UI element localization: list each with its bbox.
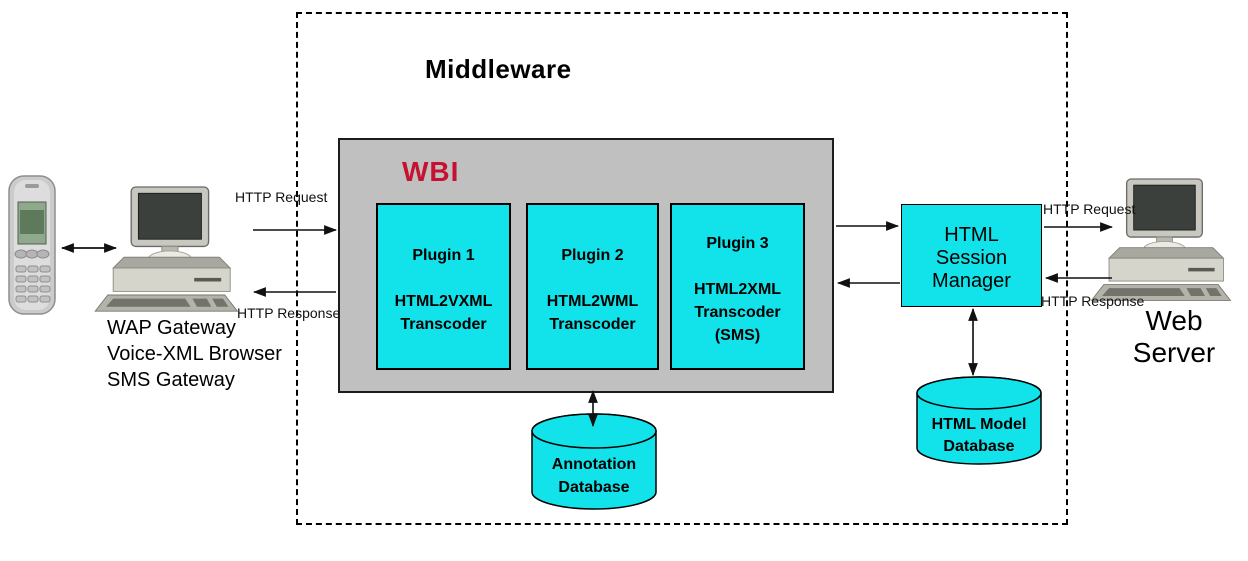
plugin3-box: Plugin 3 HTML2XML Transcoder (SMS) <box>670 203 805 370</box>
annotation-database-label: Annotation Database <box>531 453 657 499</box>
plugin3-sms-label: (SMS) <box>714 327 761 344</box>
wbi-title: WBI <box>402 156 460 187</box>
gateway-computer-icon <box>94 186 239 312</box>
plugin2-box: Plugin 2 HTML2WML Transcoder <box>526 203 659 370</box>
gateway-caption-line1: WAP Gateway <box>107 317 236 339</box>
session-manager-line2: Session <box>935 247 1008 269</box>
plugin1-transcoder-name: HTML2VXML <box>394 292 493 310</box>
annotation-database-cylinder <box>531 413 657 510</box>
plugin3-title: Plugin 3 <box>706 235 769 252</box>
plugin2-title: Plugin 2 <box>561 246 624 264</box>
plugin1-box: Plugin 1 HTML2VXML Transcoder <box>376 203 511 370</box>
middleware-boundary-box <box>296 12 1068 525</box>
session-manager-line3: Manager <box>932 270 1011 292</box>
web-server-computer-icon <box>1090 178 1232 302</box>
html-session-manager-box: HTML Session Manager <box>901 204 1042 307</box>
html-model-database-line2: Database <box>943 438 1015 455</box>
plugin1-transcoder-label: Transcoder <box>400 315 487 333</box>
html-model-database-cylinder <box>916 376 1042 465</box>
gateway-caption-line2: Voice-XML Browser <box>107 343 282 365</box>
html-model-database-line1: HTML Model <box>931 416 1027 433</box>
web-server-caption: Web Server <box>1120 305 1228 369</box>
plugin1-title: Plugin 1 <box>412 246 475 264</box>
annotation-database-line1: Annotation <box>551 456 637 473</box>
left-http-request-label: HTTP Request <box>235 189 328 205</box>
right-http-request-label: HTTP Request <box>1043 201 1136 217</box>
middleware-title: Middleware <box>425 54 572 84</box>
plugin2-spacer <box>528 267 657 290</box>
plugin3-transcoder-label: Transcoder <box>694 304 781 321</box>
web-server-caption-line1: Web <box>1145 305 1203 336</box>
gateway-caption: WAP Gateway Voice-XML Browser SMS Gatewa… <box>107 315 282 393</box>
mobile-phone-icon <box>8 175 56 315</box>
web-server-caption-line2: Server <box>1132 337 1216 368</box>
left-http-response-label: HTTP Response <box>237 305 341 321</box>
plugin2-transcoder-label: Transcoder <box>549 315 636 333</box>
gateway-caption-line3: SMS Gateway <box>107 369 235 391</box>
annotation-database-line2: Database <box>558 479 630 496</box>
plugin3-transcoder-name: HTML2XML <box>693 281 782 298</box>
plugin1-spacer <box>378 267 509 290</box>
wbi-container-box: WBI Plugin 1 HTML2VXML Transcoder Plugin… <box>338 138 834 393</box>
session-manager-line1: HTML <box>944 224 999 246</box>
html-model-database-label: HTML Model Database <box>916 414 1042 458</box>
plugin3-spacer <box>672 255 803 278</box>
plugin2-transcoder-name: HTML2WML <box>546 292 639 310</box>
